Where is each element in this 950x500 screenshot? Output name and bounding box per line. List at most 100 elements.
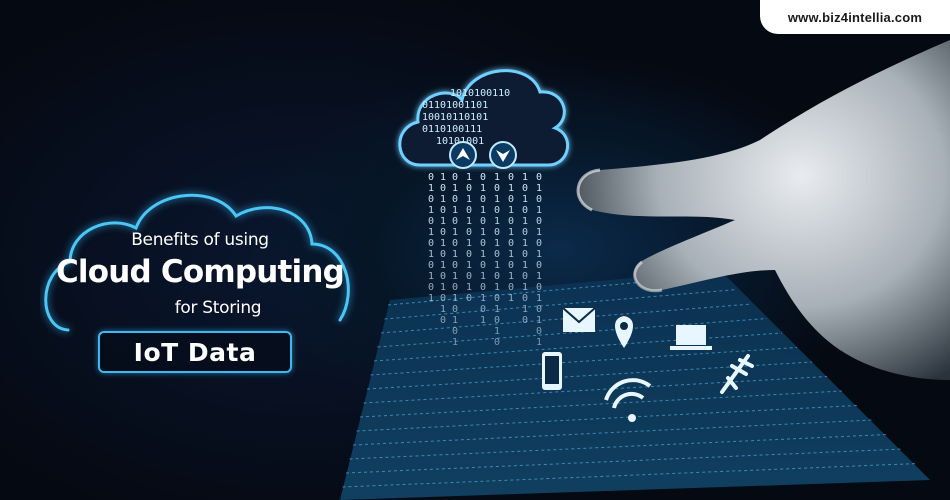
svg-text:1: 1	[440, 282, 446, 293]
svg-text:1: 1	[466, 172, 472, 183]
svg-text:1: 1	[536, 183, 542, 194]
svg-text:1: 1	[508, 293, 514, 304]
svg-text:0: 0	[508, 260, 514, 271]
svg-text:0: 0	[428, 172, 434, 183]
svg-text:1: 1	[494, 216, 500, 227]
svg-text:1: 1	[536, 249, 542, 260]
wifi-icon	[604, 378, 652, 422]
svg-text:0: 0	[522, 227, 528, 238]
svg-text:0: 0	[452, 172, 458, 183]
svg-text:1: 1	[508, 249, 514, 260]
svg-text:0: 0	[508, 216, 514, 227]
svg-text:0: 0	[428, 260, 434, 271]
svg-text:0: 0	[452, 216, 458, 227]
svg-text:0: 0	[494, 249, 500, 260]
svg-text:1: 1	[508, 205, 514, 216]
svg-text:1: 1	[440, 172, 446, 183]
svg-text:0110100111: 0110100111	[422, 124, 482, 135]
svg-text:0: 0	[536, 260, 542, 271]
svg-text:0: 0	[440, 227, 446, 238]
svg-text:1: 1	[494, 238, 500, 249]
svg-text:1: 1	[480, 293, 486, 304]
svg-text:1: 1	[480, 205, 486, 216]
svg-text:1: 1	[536, 271, 542, 282]
headline-line1: Benefits of using	[131, 230, 269, 250]
svg-text:1: 1	[480, 183, 486, 194]
svg-text:0: 0	[440, 315, 446, 326]
svg-text:1: 1	[440, 216, 446, 227]
svg-text:0: 0	[452, 238, 458, 249]
svg-text:1: 1	[452, 315, 458, 326]
svg-text:1: 1	[452, 205, 458, 216]
svg-text:0: 0	[480, 172, 486, 183]
hand-image	[576, 40, 950, 380]
svg-text:0: 0	[480, 238, 486, 249]
svg-text:1: 1	[522, 172, 528, 183]
svg-text:1: 1	[466, 216, 472, 227]
svg-text:1: 1	[508, 271, 514, 282]
svg-text:1: 1	[494, 172, 500, 183]
svg-text:1: 1	[480, 315, 486, 326]
svg-text:0: 0	[428, 194, 434, 205]
svg-text:1: 1	[522, 304, 528, 315]
svg-text:1: 1	[452, 337, 458, 348]
headline-line3: for Storing	[174, 298, 262, 318]
svg-text:01101001101: 01101001101	[422, 100, 488, 111]
svg-text:0: 0	[480, 260, 486, 271]
svg-text:0: 0	[428, 282, 434, 293]
svg-text:1: 1	[522, 216, 528, 227]
svg-text:0: 0	[480, 282, 486, 293]
svg-text:1: 1	[440, 304, 446, 315]
website-badge: www.biz4intellia.com	[760, 0, 950, 34]
svg-text:0: 0	[536, 216, 542, 227]
svg-text:1: 1	[508, 227, 514, 238]
svg-text:0: 0	[522, 293, 528, 304]
svg-text:1: 1	[452, 227, 458, 238]
svg-text:1: 1	[536, 315, 542, 326]
svg-text:1: 1	[480, 249, 486, 260]
svg-text:1: 1	[466, 238, 472, 249]
svg-text:0: 0	[452, 326, 458, 337]
svg-text:1: 1	[440, 238, 446, 249]
svg-text:0: 0	[494, 271, 500, 282]
svg-text:1: 1	[440, 260, 446, 271]
svg-text:0: 0	[440, 205, 446, 216]
svg-text:1: 1	[440, 194, 446, 205]
svg-text:0: 0	[428, 216, 434, 227]
svg-text:0: 0	[536, 172, 542, 183]
svg-text:0: 0	[494, 205, 500, 216]
svg-text:1: 1	[522, 238, 528, 249]
data-grid-floor	[340, 270, 930, 500]
svg-text:0: 0	[508, 194, 514, 205]
svg-text:1: 1	[522, 260, 528, 271]
laptop-icon	[670, 325, 712, 350]
svg-text:1010100110: 1010100110	[450, 88, 510, 99]
headline-main: Cloud Computing	[55, 254, 345, 290]
svg-text:0: 0	[522, 183, 528, 194]
svg-text:0: 0	[522, 315, 528, 326]
svg-text:1: 1	[428, 249, 434, 260]
svg-text:0: 0	[452, 304, 458, 315]
svg-text:0: 0	[466, 205, 472, 216]
svg-text:0: 0	[440, 249, 446, 260]
svg-text:1: 1	[452, 293, 458, 304]
svg-text:0: 0	[494, 293, 500, 304]
svg-text:10010110101: 10010110101	[422, 112, 488, 123]
svg-text:0: 0	[452, 260, 458, 271]
location-pin-icon	[615, 316, 633, 348]
svg-text:0: 0	[466, 293, 472, 304]
svg-text:1: 1	[428, 227, 434, 238]
svg-text:1: 1	[466, 260, 472, 271]
svg-text:1: 1	[536, 293, 542, 304]
title-cloud-outline-icon	[44, 193, 350, 332]
svg-text:1: 1	[466, 194, 472, 205]
upload-arrow-icon	[449, 141, 477, 169]
svg-text:0: 0	[440, 293, 446, 304]
svg-text:1: 1	[452, 183, 458, 194]
cloud-icon	[398, 69, 570, 167]
svg-text:1: 1	[536, 227, 542, 238]
svg-text:1: 1	[428, 271, 434, 282]
svg-text:0: 0	[508, 238, 514, 249]
